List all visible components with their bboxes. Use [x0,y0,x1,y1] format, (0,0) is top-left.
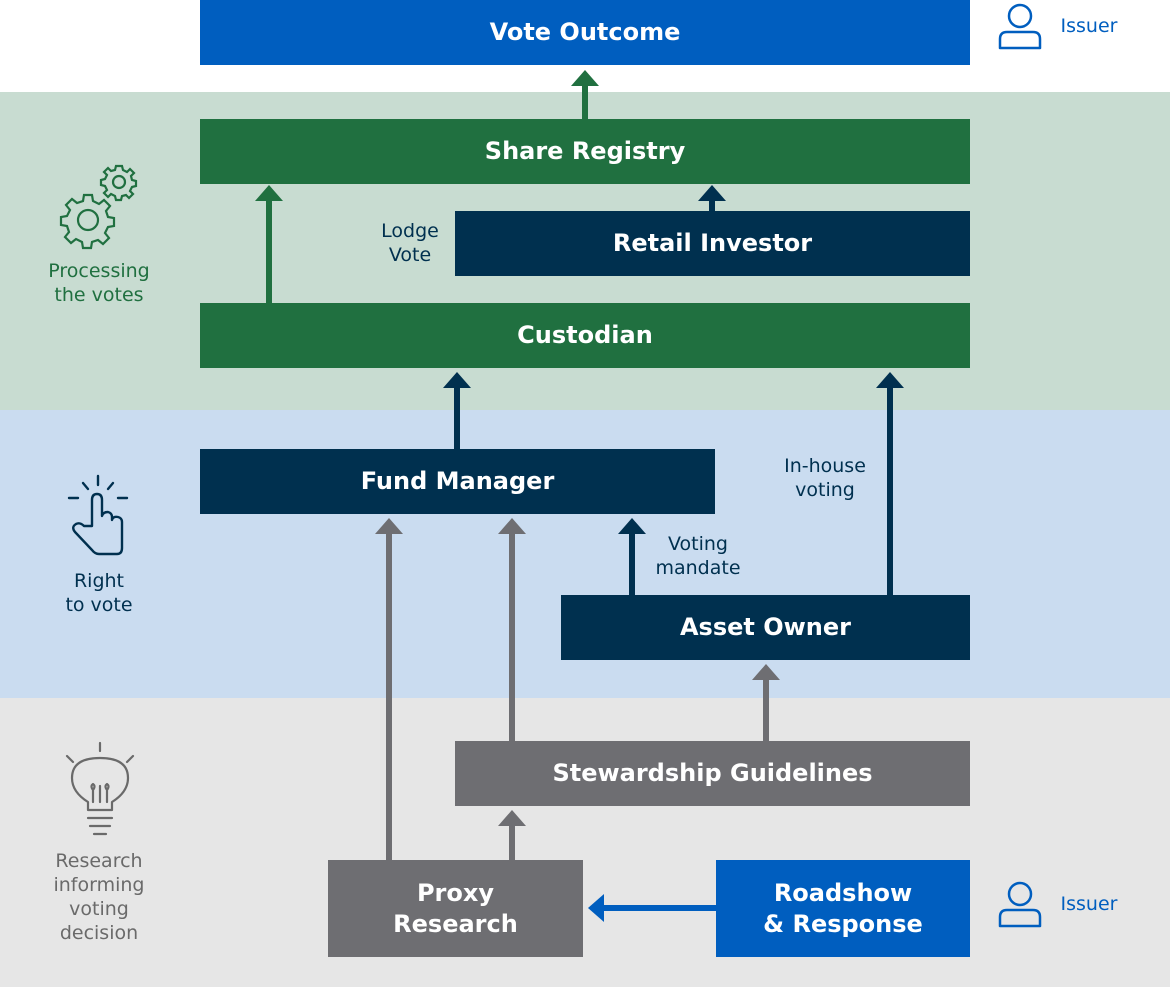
arrow-asset-to-custodian [876,372,904,595]
arrow-fund-to-custodian [443,372,471,449]
proxy-research-box: Proxy Research [328,860,583,957]
asset-owner-box: Asset Owner [561,595,970,660]
processing-section-label: Processing the votes [48,260,150,306]
lightbulb-icon [65,741,135,836]
right-to-vote-section-label: Right to vote [65,570,133,616]
custodian-box: Custodian [200,303,970,368]
arrow-registry-to-outcome [571,70,599,119]
arrow-proxy-to-fund [375,518,403,860]
voting-mandate-label: Voting mandate [655,533,741,579]
stewardship-guidelines-box: Stewardship Guidelines [455,741,970,806]
arrow-retail-to-registry [698,185,726,211]
fund-manager-box: Fund Manager [200,449,715,514]
retail-investor-box: Retail Investor [455,211,970,276]
research-section-label: Research informing voting decision [53,850,145,944]
person-icon [998,3,1042,50]
lodge-vote-label: Lodge Vote [381,220,439,266]
arrow-asset-to-fund [618,518,646,595]
arrow-custodian-to-registry [255,185,283,303]
arrow-stewardship-to-asset [752,664,780,741]
share-registry-box: Share Registry [200,119,970,184]
issuer-label-bottom: Issuer [1060,893,1118,915]
arrow-roadshow-to-proxy [588,894,716,922]
arrow-proxy-to-stewardship [498,810,526,860]
issuer-label-top: Issuer [1060,15,1118,37]
arrow-stewardship-to-fund [498,518,526,741]
vote-outcome-box: Vote Outcome [200,0,970,65]
in-house-voting-label: In-house voting [784,455,866,501]
person-icon [998,881,1042,928]
touch-hand-icon [67,474,129,556]
roadshow-response-box: Roadshow & Response [716,860,970,957]
gears-icon [59,164,138,250]
